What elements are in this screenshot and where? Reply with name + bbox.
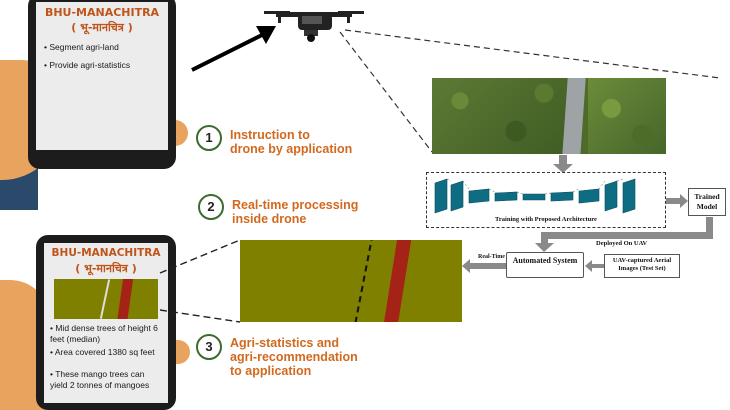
deploy-arrow-down	[541, 232, 548, 244]
bottom-bullet-3: These mango trees can yield 2 tonnes of …	[50, 369, 162, 391]
bottom-phone-screen: BHU-MANACHITRA ( भू-मानचित्र ) Mid dense…	[44, 243, 168, 403]
segmented-field	[240, 240, 462, 322]
network-blocks	[434, 178, 636, 214]
deploy-arrow-head	[535, 243, 554, 252]
aerial-trees-right	[588, 78, 666, 154]
drone-dashed-line-2	[344, 29, 721, 79]
top-phone-screen: BHU-MANACHITRA ( भू-मानचित्र ) Segment a…	[36, 2, 168, 150]
bottom-field-thumbnail	[54, 279, 158, 319]
step-1-circle: 1	[196, 125, 222, 151]
bottom-app-title: BHU-MANACHITRA	[51, 247, 161, 259]
deploy-arrow-vertical	[706, 217, 713, 239]
aerial-down-arrow-head	[553, 164, 573, 173]
training-label: Training with Proposed Architecture	[495, 216, 597, 223]
bottom-bullet-2: Area covered 1380 sq feet	[50, 347, 160, 358]
step-2-circle: 2	[198, 194, 224, 220]
segmented-road	[381, 240, 413, 322]
trained-model-box: Trained Model	[688, 188, 726, 216]
aerial-image	[432, 78, 666, 154]
top-phone: BHU-MANACHITRA ( भू-मानचित्र ) Segment a…	[28, 0, 176, 169]
aerial-down-arrow-shaft	[559, 155, 567, 165]
aerial-trees-left	[432, 78, 572, 154]
step-3-circle: 3	[196, 334, 222, 360]
top-app-title: BHU-MANACHITRA	[44, 6, 160, 19]
instruction-arrow	[191, 30, 269, 72]
top-bullet-1: Segment agri-land	[44, 42, 118, 53]
instruction-arrow-head	[256, 26, 276, 44]
training-architecture-box: Training with Proposed Architecture	[426, 172, 666, 228]
field-dashed-line-2	[159, 309, 241, 323]
bottom-app-title-hindi: ( भू-मानचित्र )	[75, 262, 137, 275]
bottom-phone: BHU-MANACHITRA ( भू-मानचित्र ) Mid dense…	[36, 235, 176, 410]
field-dashed-line-1	[159, 239, 241, 274]
test-images-arrow	[585, 260, 604, 272]
drone-icon	[264, 11, 364, 42]
to-model-arrow	[666, 194, 688, 208]
deployed-label: Deployed On UAV	[596, 240, 648, 247]
realtime-label: Real-Time	[478, 254, 505, 260]
bottom-bullet-1: Mid dense trees of height 6 feet (median…	[50, 323, 162, 345]
segmented-track	[352, 240, 376, 322]
top-bullet-2: Provide agri-statistics	[44, 60, 130, 71]
deploy-arrow-horizontal	[545, 232, 713, 239]
top-app-title-hindi: ( भू-मानचित्र )	[71, 21, 133, 34]
connector-overlay	[159, 26, 721, 323]
automated-system-box: Automated System	[506, 252, 584, 278]
realtime-arrow	[462, 259, 506, 273]
drone-dashed-line-1	[339, 31, 433, 153]
uav-images-box: UAV-captured Aerial Images (Test Set)	[604, 254, 680, 278]
